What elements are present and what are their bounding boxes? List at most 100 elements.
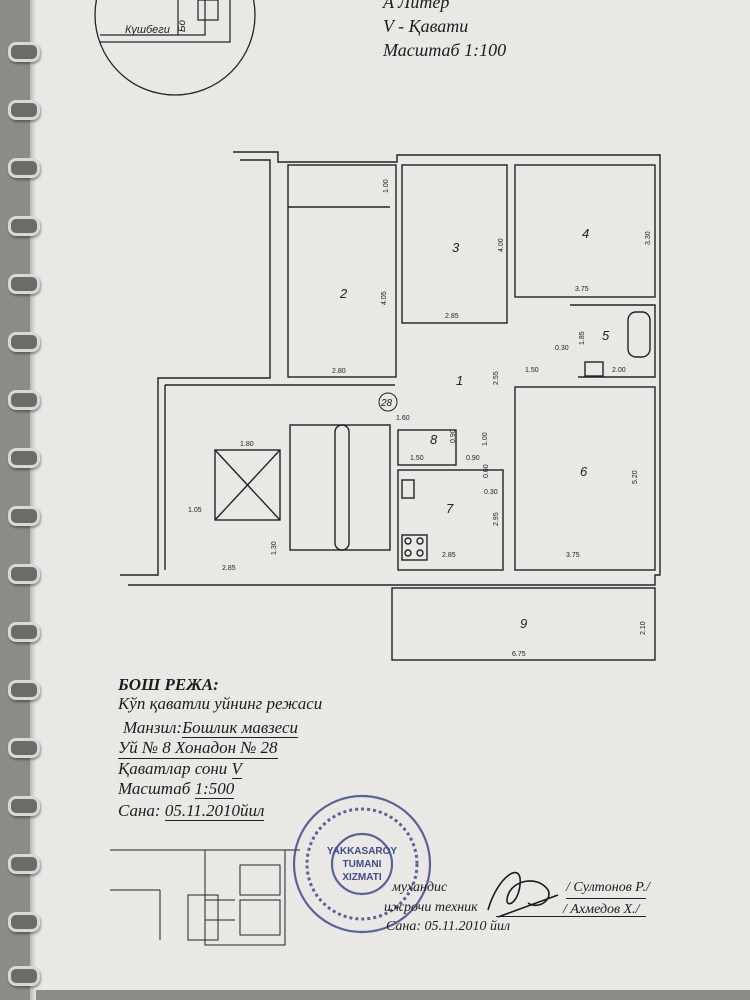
binding-ring: [8, 738, 40, 758]
dimension-label: 3.75: [575, 286, 589, 293]
outer-wall: [128, 385, 661, 586]
technician-name: / Ахмедов Х./: [563, 902, 640, 917]
binding-ring: [8, 796, 40, 816]
binding-ring: [8, 564, 40, 584]
engineer-label: мухандис: [392, 880, 448, 895]
dimension-label: 1.85: [579, 331, 586, 345]
room-number-4: 4: [582, 226, 589, 241]
dimension-label: 2.55: [493, 371, 500, 385]
scale-line: Масштаб 1:100: [383, 40, 507, 60]
dimension-label: 4.00: [498, 238, 505, 252]
dimension-label: 2.10: [640, 621, 647, 635]
engineer-signature-line: [566, 898, 646, 899]
binding-ring: [8, 332, 40, 352]
address-value: Бошлик мавзеси: [182, 718, 299, 738]
room-number-9: 9: [520, 616, 527, 631]
stamp-line-3: XIZMATI: [342, 872, 381, 883]
binding-ring: [8, 274, 40, 294]
mini-site-plan: [110, 849, 300, 946]
room-number-3: 3: [452, 240, 460, 255]
room-number-1: 1: [456, 373, 463, 388]
binding-ring: [8, 854, 40, 874]
room-number-8: 8: [430, 432, 438, 447]
floors-value: V: [231, 759, 242, 779]
scale-info-line: Масштаб 1:500: [118, 779, 235, 799]
dimension-label: 2.00: [612, 367, 626, 374]
room-6-walls: [514, 386, 656, 571]
floor-line: V - Қавати: [383, 16, 469, 36]
technician-signature-line: [496, 916, 646, 917]
dimension-label: 2.85: [222, 565, 236, 572]
stairs: [289, 424, 391, 551]
address-line: Манзил:Бошлик мавзеси: [123, 718, 299, 738]
dimension-label: 0.90: [466, 455, 480, 462]
dimension-label: 5.20: [632, 470, 639, 484]
dimension-label: 3.75: [566, 552, 580, 559]
date-info-value: 05.11.2010йил: [164, 801, 265, 821]
dimension-label: 4.05: [381, 291, 388, 305]
lift-shaft: [214, 449, 281, 521]
handwritten-signature: [487, 871, 559, 918]
binding-ring: [8, 216, 40, 236]
room-5-walls: [570, 304, 656, 378]
signature-date: Сана: 05.11.2010 йил: [386, 919, 511, 934]
binding-ring: [8, 966, 40, 986]
apartment-number: 28: [380, 398, 393, 409]
dimension-label: 1.60: [396, 415, 410, 422]
street-name: Кушбеги: [125, 24, 170, 36]
room-4-walls: [514, 164, 656, 298]
dimension-label: 1.05: [188, 507, 202, 514]
room-number-6: 6: [580, 464, 588, 479]
dimension-label: 0.30: [484, 489, 498, 496]
binding-ring: [8, 506, 40, 526]
date-info-label: Сана:: [118, 801, 161, 820]
dimension-label: 1.00: [383, 179, 390, 193]
binding-ring: [8, 390, 40, 410]
scale-info-value: 1:500: [194, 779, 235, 799]
room-3-walls: [401, 164, 508, 324]
room-2-walls: [287, 164, 397, 378]
engineer-name: / Султонов Р./: [566, 880, 650, 895]
dimension-label: 0.30: [555, 345, 569, 352]
dimension-label: 0.60: [483, 464, 490, 478]
room-number-5: 5: [602, 328, 610, 343]
dimension-label: 2.80: [332, 368, 346, 375]
binding-ring: [8, 42, 40, 62]
binding-ring: [8, 680, 40, 700]
dimension-label: 1.50: [410, 455, 424, 462]
binding-ring: [8, 158, 40, 178]
house-line: Уй № 8 Хонадон № 28: [118, 738, 278, 759]
room-7-walls: [397, 469, 504, 571]
binding-ring: [8, 912, 40, 932]
official-stamp: YAKKASAROY TUMANI XIZMATI: [292, 794, 432, 934]
info-subtitle: Кўп қаватли уйнинг режаси: [118, 694, 323, 713]
stamp-line-1: YAKKASAROY: [327, 846, 398, 857]
outer-wall: [233, 151, 661, 385]
dimension-label: 2.85: [442, 552, 456, 559]
stamp-line-2: TUMANI: [343, 859, 382, 870]
dimension-label: 1.00: [482, 432, 489, 446]
street-partial-label: Бо: [177, 19, 188, 32]
location-map: Кушбеги Бо: [94, 0, 256, 96]
binding-ring: [8, 448, 40, 468]
address-label: Манзил:: [123, 718, 183, 737]
room-9-balcony: [391, 587, 656, 661]
paper-edge: [30, 0, 36, 1000]
dimension-label: 6.75: [512, 651, 526, 658]
floor-plan: 1 2 3 4 5 6 7 8 9 28 1.00 4.05 2.80 2.85…: [120, 151, 661, 661]
dimension-label: 1.80: [240, 441, 254, 448]
dimension-label: 1.30: [271, 541, 278, 555]
liter-line: A Литер: [383, 0, 450, 12]
binding-ring: [8, 100, 40, 120]
binding-ring: [8, 622, 40, 642]
room-number-2: 2: [339, 286, 348, 301]
technician-label: ижрочи техник: [384, 900, 478, 915]
floors-line: Қаватлар сони V: [118, 759, 242, 779]
floors-label: Қаватлар сони: [118, 759, 228, 778]
outer-wall: [120, 159, 271, 576]
room-number-7: 7: [446, 501, 454, 516]
dimension-label: 0.90: [450, 429, 457, 443]
date-info-line: Сана: 05.11.2010йил: [118, 801, 265, 821]
scale-info-label: Масштаб: [118, 779, 191, 798]
